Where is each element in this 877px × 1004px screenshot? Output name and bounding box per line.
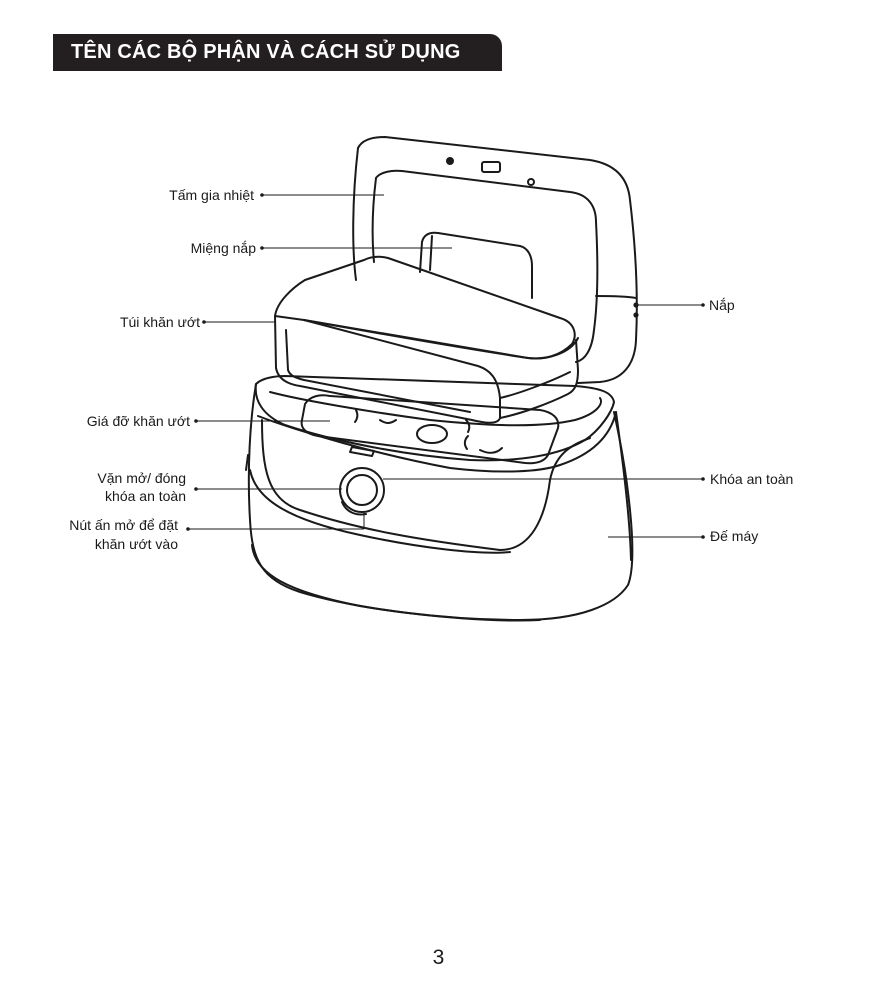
label-base: Đế máy [710,528,759,544]
label-lock-knob-line1: Vặn mở/ đóng [97,470,186,486]
section-title: TÊN CÁC BỘ PHẬN VÀ CÁCH SỬ DỤNG [53,34,502,71]
label-safety-lock: Khóa an toàn [710,471,794,487]
label-open-button-line1: Nút ấn mở để đặt [69,517,178,533]
label-wipes-pouch: Túi khăn ướt [119,314,200,330]
label-wipes-holder: Giá đỡ khăn ướt [86,413,190,429]
label-lock-knob-line2: khóa an toàn [105,488,186,504]
label-open-button-line2: khăn ướt vào [94,536,178,552]
safety-lock-button [339,446,385,516]
label-lid: Nắp [709,297,735,313]
label-lid-opening: Miệng nắp [190,240,256,256]
device-lid [352,136,639,384]
label-heating-plate: Tấm gia nhiệt [169,187,254,203]
wipes-holder-plate [300,394,560,465]
wipes-pouch [274,255,579,424]
page-number: 3 [432,946,445,969]
